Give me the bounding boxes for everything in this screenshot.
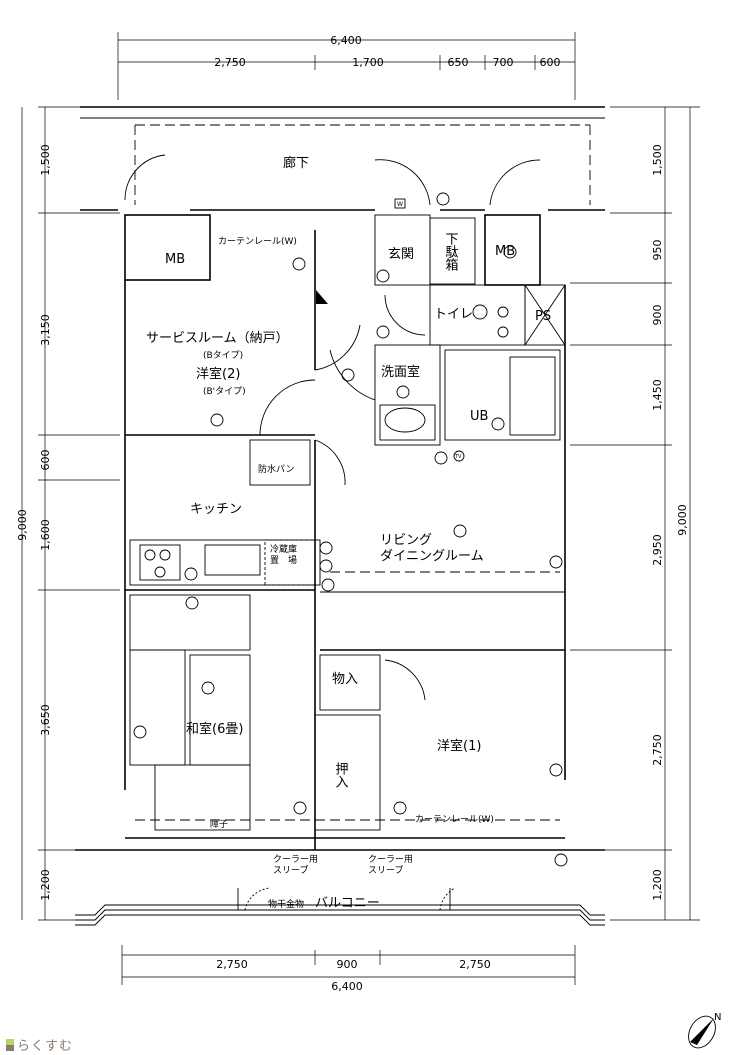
dim-top-total: 6,400 (330, 34, 362, 47)
dimension-labels: 6,400 2,750 1,700 650 700 600 2,750 900 … (16, 34, 689, 993)
room-labels: 廊下 MB MB 玄関 下駄箱 トイレ PS 洗面室 UB サービスルーム（納戸… (146, 155, 551, 911)
cooler-sleeve-2b: スリーブ (368, 864, 403, 876)
dim-right-2: 950 (651, 240, 664, 261)
dim-right-1: 1,500 (651, 144, 664, 176)
dim-left-total: 9,000 (16, 509, 29, 541)
western-room-1-label: 洋室(1) (437, 738, 481, 754)
dimension-lines (21, 32, 700, 985)
japanese-room-label: 和室(6畳) (186, 721, 243, 737)
entrance-label: 玄関 (388, 247, 414, 262)
dim-left-3: 600 (39, 450, 52, 471)
ps-label: PS (535, 309, 551, 324)
w-mark-box (394, 198, 406, 209)
shoe-box-label: 下駄箱 (443, 232, 459, 271)
compass-north-label: N (714, 1012, 721, 1023)
cooler-sleeve-2a: クーラー用 (368, 854, 413, 865)
dim-top-1: 2,750 (214, 56, 246, 69)
cooler-sleeve-1b: スリーブ (273, 864, 308, 876)
kitchen-label: キッチン (190, 502, 242, 517)
dim-left-2: 3,150 (39, 314, 52, 346)
meter-icon (316, 290, 328, 304)
dim-left-1: 1,500 (39, 144, 52, 176)
walls (75, 106, 605, 926)
closet-label: 押入 (333, 762, 349, 788)
curtain-rail-top-label: カーテンレール(W) (218, 236, 297, 247)
fridge-label-1: 冷蔵庫 (270, 543, 297, 555)
tv-outlet-icon (453, 450, 465, 462)
dim-right-5: 2,950 (651, 534, 664, 566)
fridge-label-2: 置 場 (270, 554, 297, 566)
b-type-label: (Bタイプ) (203, 350, 243, 361)
bath-label: UB (470, 409, 488, 424)
b2-type-label: (B'タイプ) (203, 386, 246, 397)
living-label-1: リビング (380, 533, 432, 548)
toilet-label: トイレ (434, 307, 473, 322)
logo-text: らくすむ (17, 1039, 74, 1054)
dim-right-6: 2,750 (651, 734, 664, 766)
laundry-hardware-label: 物干金物 (268, 898, 304, 910)
dim-bottom-3: 2,750 (459, 958, 491, 971)
waterproof-pan-label: 防水パン (258, 463, 294, 475)
dim-top-2: 1,700 (352, 56, 384, 69)
western-room-2-label: 洋室(2) (196, 366, 240, 382)
cooler-sleeve-1a: クーラー用 (273, 854, 318, 865)
dim-right-3: 900 (651, 305, 664, 326)
dim-left-5: 3,650 (39, 704, 52, 736)
logo-mark-icon (6, 1039, 14, 1051)
dim-right-4: 1,450 (651, 379, 664, 411)
dim-right-7: 1,200 (651, 869, 664, 901)
storage-label: 物入 (332, 672, 358, 687)
mb-left-label: MB (165, 252, 185, 267)
living-label-2: ダイニングルーム (380, 549, 484, 564)
w-mark: W (397, 201, 403, 208)
corridor-label: 廊下 (283, 155, 309, 171)
dim-bottom-1: 2,750 (216, 958, 248, 971)
mb-right-label: MB (495, 244, 515, 259)
shoji-label: 障子 (210, 818, 228, 830)
dim-top-5: 600 (540, 56, 561, 69)
dim-bottom-2: 900 (337, 958, 358, 971)
washroom-label: 洗面室 (381, 364, 420, 380)
dim-left-4: 1,600 (39, 519, 52, 551)
dim-bottom-total: 6,400 (331, 980, 363, 993)
curtain-rail-bottom-label: カーテンレール(W) (415, 814, 494, 825)
dim-top-4: 700 (493, 56, 514, 69)
compass-icon: N (688, 1012, 721, 1049)
tv-mark: TV (454, 454, 462, 460)
service-room-label: サービスルーム（納戸） (146, 331, 289, 346)
logo: らくすむ (6, 1035, 73, 1054)
fixtures (133, 192, 568, 867)
dim-right-total: 9,000 (676, 504, 689, 536)
dim-top-3: 650 (448, 56, 469, 69)
dim-left-6: 1,200 (39, 869, 52, 901)
balcony-label: バルコニー (315, 896, 380, 911)
